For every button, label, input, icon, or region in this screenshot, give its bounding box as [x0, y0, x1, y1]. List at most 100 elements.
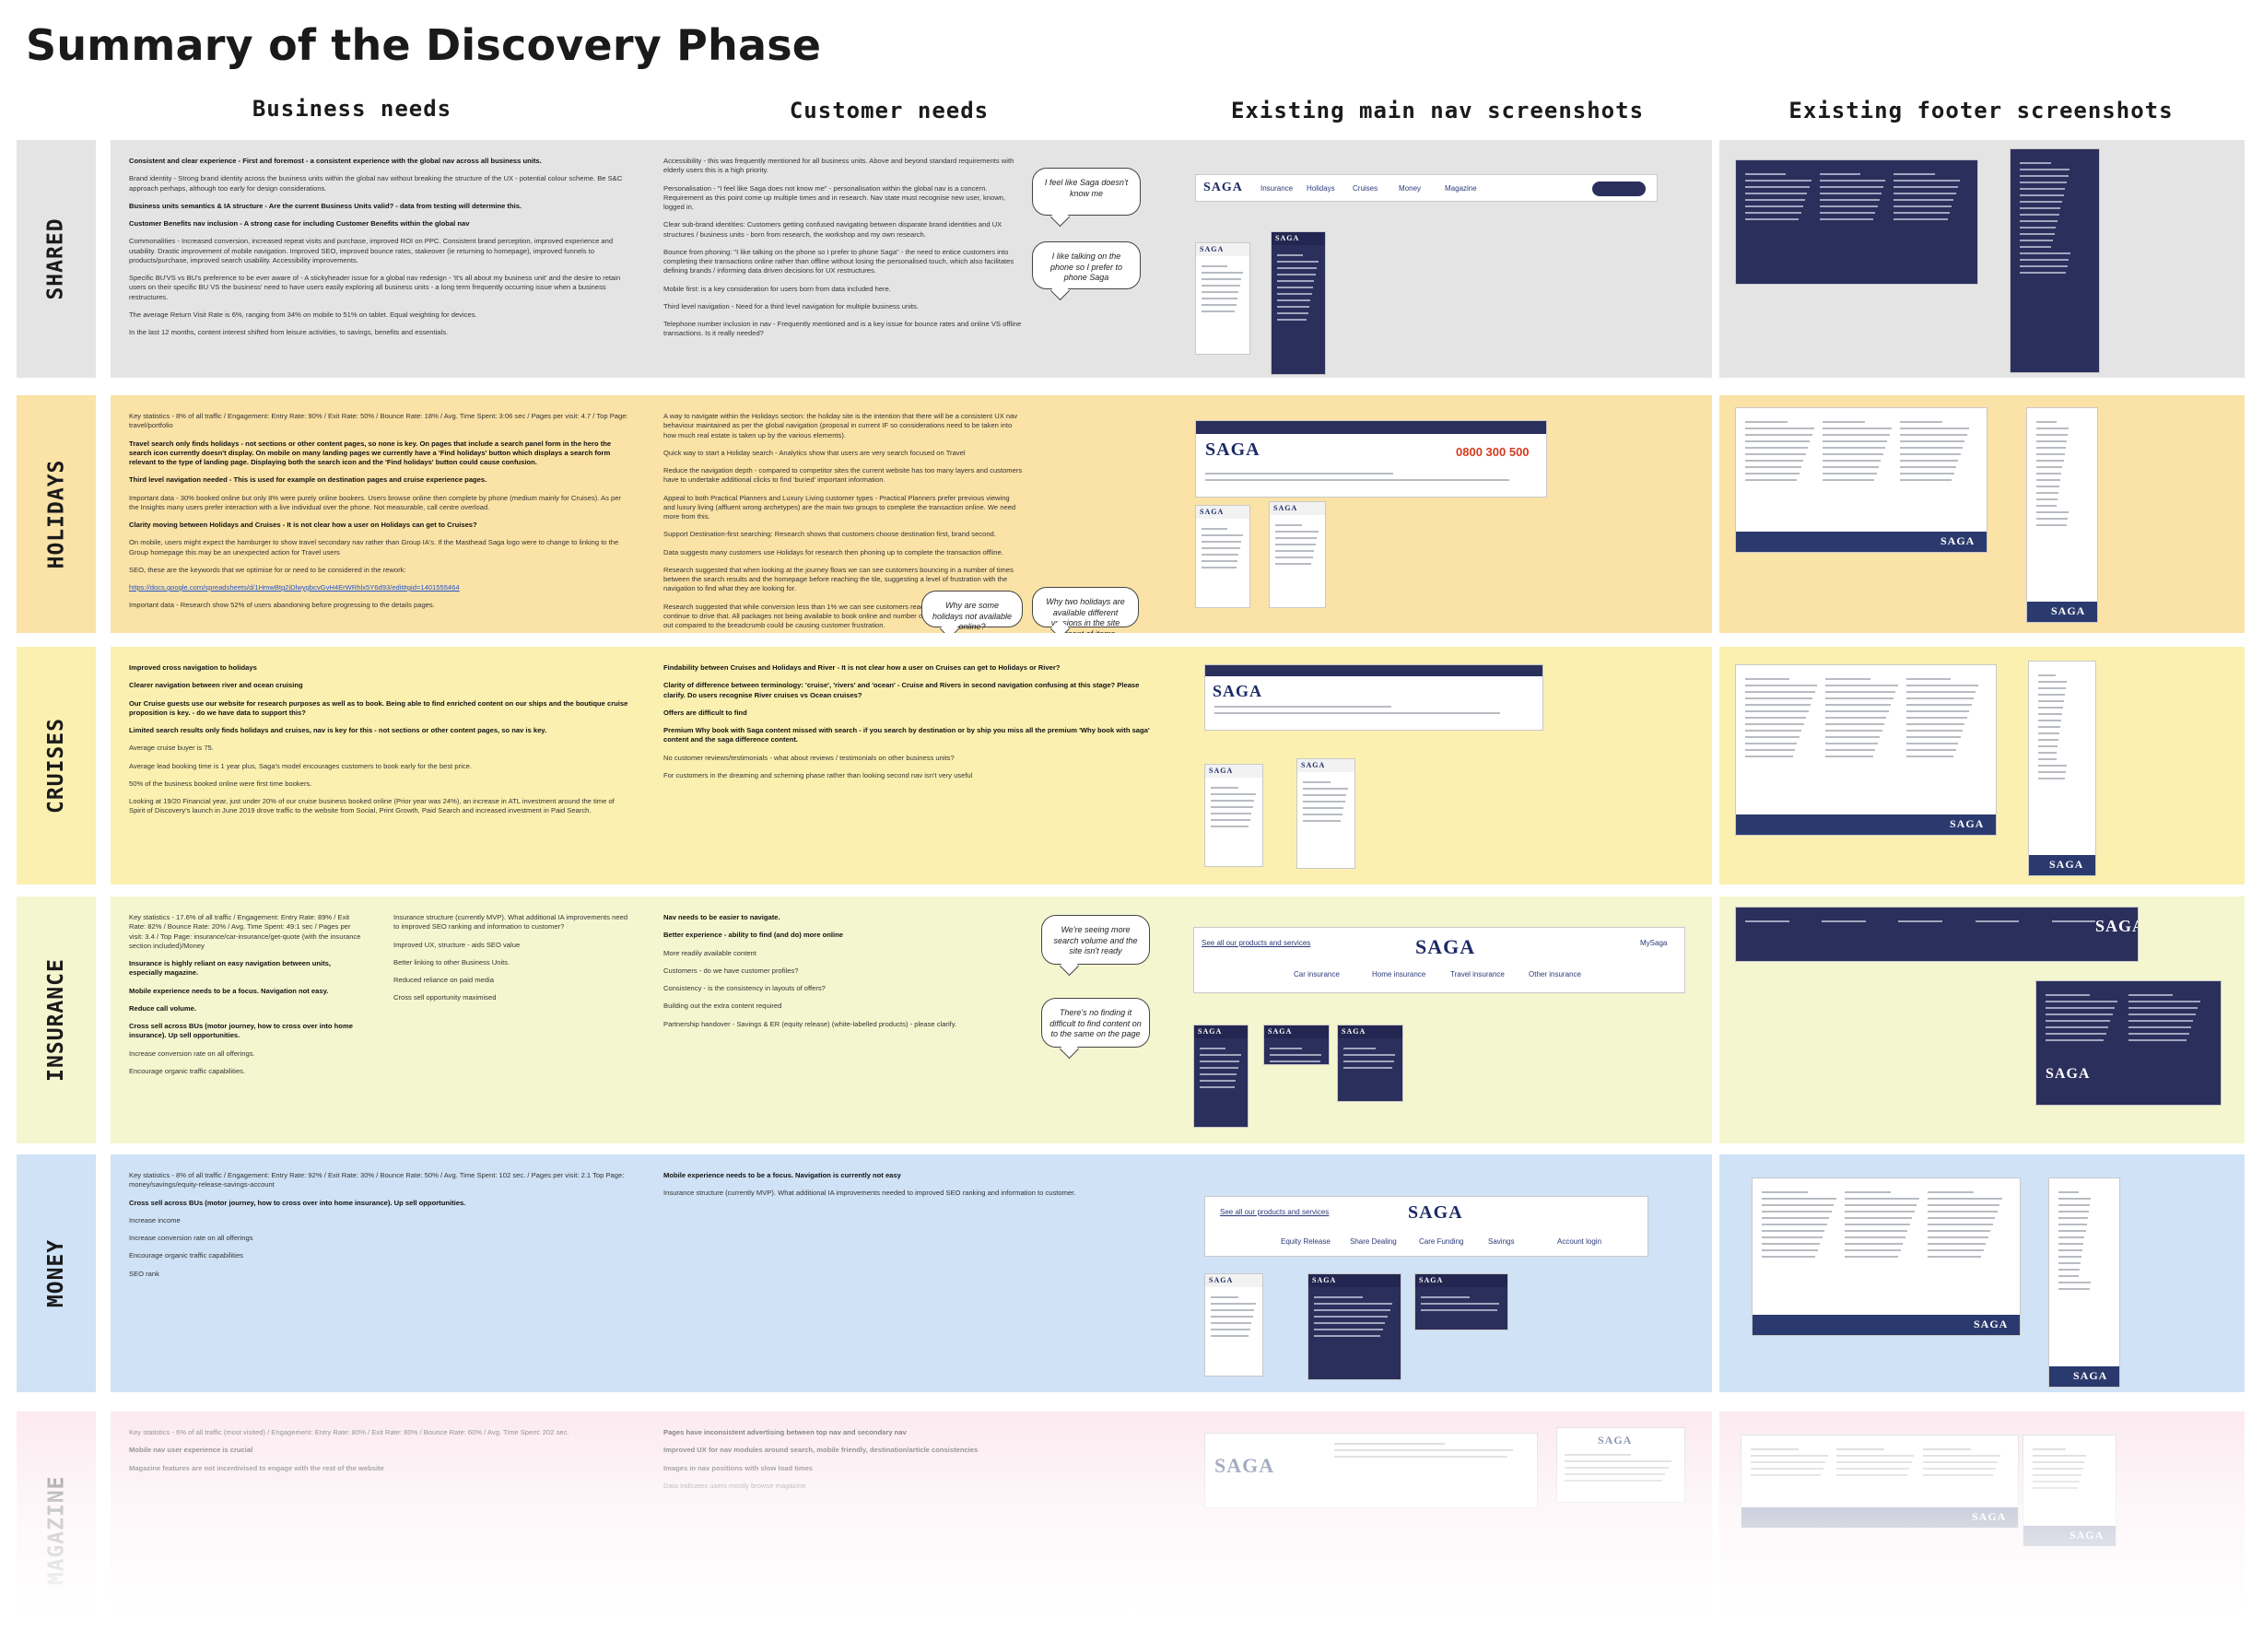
note-link[interactable]: https://docs.google.com/spreadsheets/d/1… — [129, 583, 460, 592]
footer-column — [2128, 994, 2202, 1046]
mobile-header — [1194, 1025, 1248, 1038]
nav-link[interactable]: Care Funding — [1419, 1237, 1464, 1246]
note-paragraph: SEO, these are the keywords that we opti… — [129, 565, 406, 574]
note-paragraph: Our Cruise guests use our website for re… — [129, 698, 628, 717]
note-paragraph: More readily available content — [663, 948, 756, 957]
saga-logo: SAGA — [1200, 245, 1225, 253]
text-lines — [1303, 781, 1349, 826]
saga-logo: SAGA — [1273, 504, 1298, 512]
column-header-customer-needs: Customer needs — [789, 98, 990, 123]
footer-column — [1900, 421, 1971, 486]
note-paragraph: Limited search results only finds holida… — [129, 726, 547, 734]
quote-bubble: Why are some holidays not available onli… — [921, 591, 1023, 631]
note-paragraph: SEO rank — [129, 1269, 159, 1278]
mobile-header — [1205, 765, 1262, 778]
nav-link[interactable]: Other insurance — [1529, 970, 1581, 978]
note-paragraph: Average cruise buyer is 75. — [129, 744, 214, 753]
footer-screenshot: SAGA — [2049, 1178, 2119, 1387]
saga-logo: SAGA — [1301, 761, 1326, 769]
mobile-nav-screenshot: SAGA — [1272, 232, 1325, 374]
nav-link[interactable]: Share Dealing — [1350, 1237, 1397, 1246]
nav-link[interactable]: Savings — [1488, 1237, 1515, 1246]
footer-screenshot: SAGA — [2029, 662, 2095, 875]
nav-link[interactable]: See all our products and services — [1202, 939, 1311, 947]
row-label-text: INSURANCE — [44, 958, 68, 1082]
saga-logo: SAGA — [1408, 1202, 1463, 1223]
footer-column — [1898, 920, 1971, 927]
note-paragraph: Increase income — [129, 1215, 181, 1224]
saga-logo: SAGA — [1213, 682, 1263, 700]
footer-column — [1745, 920, 1818, 927]
note-paragraph: Mobile first: is a key consideration for… — [663, 284, 891, 293]
customer-needs-text: Nav needs to be easier to navigate.Bette… — [663, 913, 1023, 1029]
business-needs-cell: Key statistics - 8% of all traffic / Eng… — [111, 1154, 649, 1392]
footer-bottom-bar: SAGA — [1736, 814, 1996, 835]
business-needs-left: Key statistics - 17.6% of all traffic / … — [129, 913, 366, 1084]
customer-needs-cell: Findability between Cruises and Holidays… — [645, 647, 1181, 885]
note-paragraph: Encourage organic traffic capabilities. — [129, 1066, 246, 1075]
nav-link[interactable]: Account login — [1557, 1237, 1602, 1246]
footer-column — [2046, 994, 2119, 1046]
row-label: CRUISES — [17, 647, 96, 885]
customer-needs-cell: Nav needs to be easier to navigate.Bette… — [645, 896, 1181, 1143]
footer-screenshot: SAGA — [2027, 408, 2097, 622]
note-paragraph: Building out the extra content required — [663, 1002, 782, 1011]
text-lines — [1275, 524, 1319, 569]
note-paragraph: Mobile experience needs to be a focus. N… — [129, 986, 329, 995]
note-paragraph: Clearer navigation between river and oce… — [129, 681, 303, 690]
main-nav-screenshots-cell: SAGA See all our products and services MyS… — [1179, 896, 1712, 1143]
saga-logo: SAGA — [1200, 508, 1225, 516]
nav-link[interactable]: MySaga — [1640, 939, 1668, 947]
note-paragraph: Increase conversion rate on all offering… — [129, 1049, 255, 1058]
business-needs-cell: Consistent and clear experience - First … — [111, 140, 649, 378]
note-paragraph: Improved UX, structure - aids SEO value — [393, 940, 521, 949]
footer-screenshot — [1736, 160, 1977, 284]
note-paragraph: Clarity of difference between terminolog… — [663, 681, 1140, 699]
footer-screenshots-cell — [1719, 140, 2245, 378]
nav-link[interactable]: Travel insurance — [1450, 970, 1505, 978]
footer-screenshot — [2011, 149, 2099, 372]
nav-link[interactable]: Holidays — [1307, 184, 1335, 193]
note-paragraph: Average lead booking time is 1 year plus… — [129, 761, 472, 770]
row-label: INSURANCE — [17, 896, 96, 1143]
note-paragraph: Key statistics - 8% of all traffic / Eng… — [129, 412, 628, 430]
note-paragraph: Better linking to other Business Units. — [393, 957, 510, 967]
note-paragraph: For customers in the dreaming and schemi… — [663, 770, 973, 779]
mobile-nav-screenshot: SAGA — [1194, 1025, 1248, 1127]
nav-link[interactable]: See all our products and services — [1220, 1208, 1330, 1216]
note-paragraph: Telephone number inclusion in nav - Freq… — [663, 320, 1022, 338]
nav-link[interactable]: Car insurance — [1294, 970, 1340, 978]
note-paragraph: Third level navigation needed - This is … — [129, 475, 487, 485]
quote-bubble: I like talking on the phone so I prefer … — [1032, 241, 1141, 289]
nav-link[interactable]: Cruises — [1353, 184, 1378, 193]
mobile-nav-screenshot: SAGA — [1205, 1274, 1262, 1376]
footer-column — [1845, 1191, 1921, 1262]
nav-link[interactable]: Magazine — [1445, 184, 1477, 193]
customer-needs-text: A way to navigate within the Holidays se… — [663, 412, 1023, 630]
note-paragraph: Insurance structure (currently MVP). Wha… — [663, 1189, 1076, 1198]
nav-link[interactable]: Home insurance — [1372, 970, 1426, 978]
note-paragraph: Important data - Research show 52% of us… — [129, 601, 435, 610]
mobile-header — [1196, 243, 1249, 256]
nav-link[interactable]: Money — [1399, 184, 1422, 193]
note-paragraph: Business units semantics & IA structure … — [129, 201, 522, 210]
cruises-nav-screenshot: SAGA — [1205, 665, 1542, 730]
customer-needs-text: Accessibility - this was frequently ment… — [663, 157, 1023, 339]
nav-link[interactable]: Insurance — [1260, 184, 1294, 193]
note-paragraph: Reduce the navigation depth - compared t… — [663, 466, 1023, 485]
saga-logo: SAGA — [1209, 1276, 1234, 1284]
mobile-nav-screenshot: SAGA — [1196, 506, 1249, 607]
footer-bottom-bar: SAGA — [2027, 602, 2097, 622]
mobile-header — [1415, 1274, 1507, 1287]
nav-topbar — [1196, 421, 1546, 434]
note-paragraph: Consistency - is the consistency in layo… — [663, 984, 826, 992]
mobile-header — [1205, 1274, 1262, 1287]
nav-link[interactable]: Equity Release — [1281, 1237, 1331, 1246]
footer-column — [2020, 162, 2071, 278]
text-lines — [1343, 1048, 1397, 1073]
mobile-nav-screenshot: SAGA — [1205, 765, 1262, 866]
